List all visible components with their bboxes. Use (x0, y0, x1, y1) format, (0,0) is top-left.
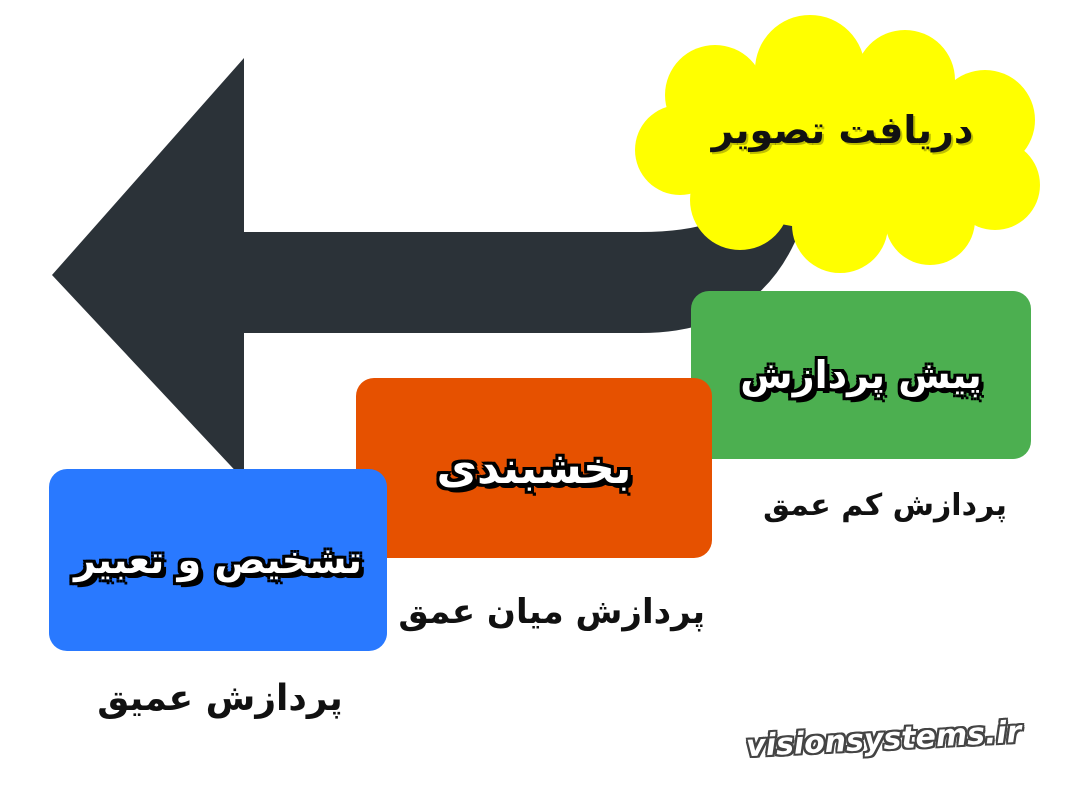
stage-label: پیش پردازش (740, 353, 982, 397)
stage-label: تشخیص و تعبیر (73, 538, 363, 582)
stage-caption: پردازش عمیق (97, 678, 343, 719)
start-label: دریافت تصویر (711, 108, 974, 152)
stage-box-preprocessing: پیش پردازش (691, 291, 1031, 459)
stage-label: بخشبندی (436, 442, 632, 494)
flow-arrow (52, 58, 800, 480)
stage-box-recognition: تشخیص و تعبیر (49, 469, 387, 651)
stage-box-segmentation: بخشبندی (356, 378, 712, 558)
stage-caption: پردازش میان عمق (398, 592, 705, 632)
cloud-shape (635, 15, 1040, 273)
stage-caption: پردازش کم عمق (763, 488, 1007, 523)
